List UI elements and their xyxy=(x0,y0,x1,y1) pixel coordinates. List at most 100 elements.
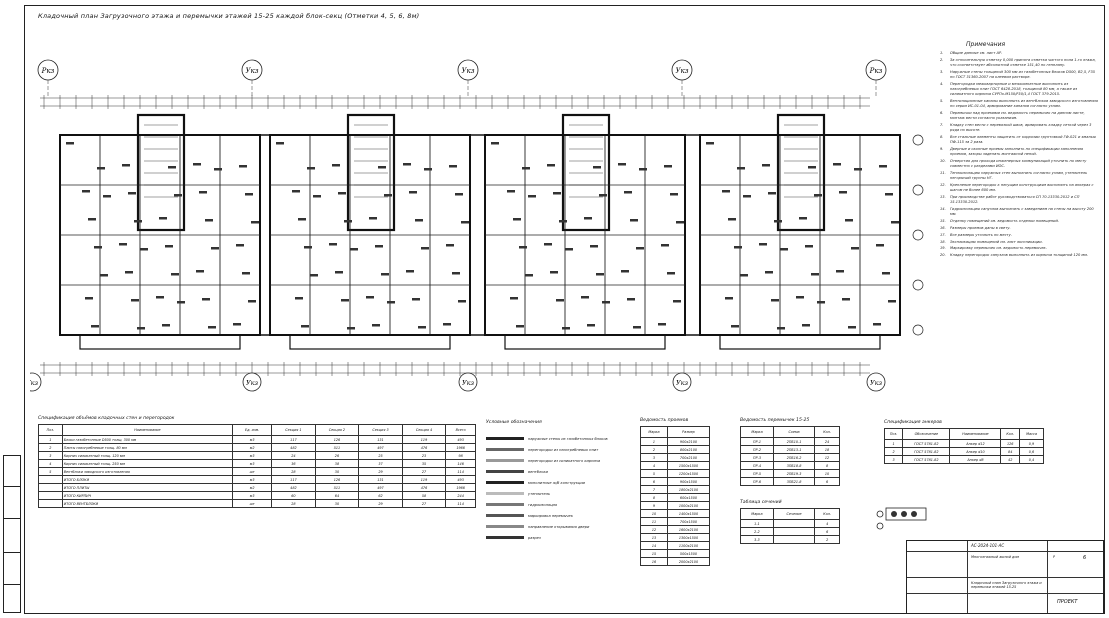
note-number: 19. xyxy=(940,246,946,251)
table-cell: 1100х2100 xyxy=(666,541,711,550)
table-cell: 146 xyxy=(445,459,476,468)
legend-label: утеплитель xyxy=(528,491,551,496)
wall-fragment xyxy=(581,296,589,299)
note-item: 11.Теплоизоляцию наружных стен выполнить… xyxy=(940,171,1098,181)
wall-fragment xyxy=(418,326,426,329)
table-cell: 1000х2100 xyxy=(666,501,711,510)
axis-markers: РкзУкзУкзУкзРкзУкзУкзУкзУкзУкз xyxy=(30,59,924,392)
axis-marker-side xyxy=(912,229,924,241)
table-cell: ИТОГО КИРПИЧ xyxy=(61,491,234,500)
wall-fragment xyxy=(458,300,466,303)
wall-fragment xyxy=(242,272,250,275)
table-cell: 900х2100 xyxy=(666,437,711,446)
note-text: Экспликацию помещений см. лист экспликац… xyxy=(950,239,1043,244)
openings-table-title: Ведомость проемов xyxy=(640,418,689,423)
stamp-code: АС-2024-101-АС xyxy=(971,543,1005,548)
legend-title: Условные обозначения xyxy=(486,420,542,425)
table-cell: 25 xyxy=(358,451,403,460)
wall-fragment xyxy=(725,297,733,300)
wall-fragment xyxy=(559,220,567,223)
axis-marker-side xyxy=(912,184,924,196)
table-header-cell: Всего xyxy=(445,424,476,436)
note-number: 13. xyxy=(940,195,946,200)
lintels-table-title: Ведомость перемычек 15-25 xyxy=(740,418,810,423)
axis-marker-bottom xyxy=(672,372,692,392)
table-cell: 2ПБ13-1 xyxy=(773,445,816,454)
note-text: Все размеры уточнить по месту. xyxy=(950,232,1012,237)
wall-fragment xyxy=(193,163,201,166)
legend-label: гидроизоляция xyxy=(528,502,558,507)
volumes-table-title: Спецификация объёмов кладочных стен и пе… xyxy=(38,416,175,421)
table-cell xyxy=(38,483,63,492)
floor-plan[interactable]: РкзУкзУкзУкзРкзУкзУкзУкзУкзУкз xyxy=(30,40,930,395)
wall-fragment xyxy=(673,300,681,303)
table-cell: 3 xyxy=(640,453,668,462)
wall-fragment xyxy=(728,218,736,221)
table-header-cell: Обозначение xyxy=(902,428,951,440)
table-cell: ПР-6 xyxy=(739,477,775,486)
wall-fragment xyxy=(584,217,592,220)
notes-list: 1.Общие данные см. лист АР.2.За относите… xyxy=(940,51,1098,258)
stair-core xyxy=(346,113,396,232)
note-item: 7.Кладку стен вести с перевязкой швов, а… xyxy=(940,123,1098,133)
table-cell: 482 xyxy=(271,483,316,492)
table-cell: 2ПБ10-1 xyxy=(773,437,816,446)
note-number: 17. xyxy=(940,232,946,237)
table-cell: 2 xyxy=(640,445,668,454)
wall-fragment xyxy=(461,221,469,224)
note-number: 6. xyxy=(940,111,944,116)
wall-fragment xyxy=(762,164,770,167)
note-item: 17. Все размеры уточнить по месту. xyxy=(940,233,1098,238)
table-cell: 117 xyxy=(271,475,316,484)
stamp-stage: Р xyxy=(1053,555,1056,559)
note-text: Кладку стен вести с перевязкой швов, арм… xyxy=(950,123,1092,133)
note-text: Маркировку перемычек см. ведомость перем… xyxy=(950,246,1047,251)
wall-fragment xyxy=(91,325,99,328)
table-cell: 28 xyxy=(271,467,316,476)
note-item: 15.Отделку помещений см. ведомость отдел… xyxy=(940,219,1098,224)
table-cell: 511 xyxy=(314,483,360,492)
table-cell: Плиты пазогребневые толщ. 80 мм xyxy=(61,443,234,452)
wall-fragment xyxy=(842,298,850,301)
grid-lines xyxy=(40,95,870,376)
wall-fragment xyxy=(562,327,570,330)
table-cell: м2 xyxy=(232,443,273,452)
wall-fragment xyxy=(596,273,604,276)
table-cell: 119 xyxy=(401,435,447,444)
wall-fragment xyxy=(347,327,355,330)
table-header-cell: Марка xyxy=(739,426,775,438)
table-cell: 5 xyxy=(640,469,668,478)
legend-swatch xyxy=(486,536,524,539)
wall-fragment xyxy=(415,219,423,222)
wall-fragment xyxy=(771,299,779,302)
wall-fragment xyxy=(516,325,524,328)
wall-fragment xyxy=(740,274,748,277)
wall-fragment xyxy=(341,299,349,302)
table-cell: 6 xyxy=(640,477,668,486)
table-cell xyxy=(772,535,816,544)
table-cell xyxy=(38,491,63,500)
wall-fragment xyxy=(768,192,776,195)
table-cell: 28 xyxy=(271,499,316,508)
table-header-cell: Размер xyxy=(666,426,711,438)
wall-fragment xyxy=(384,194,392,197)
legend-swatch xyxy=(486,448,524,451)
axis-label: Ркз xyxy=(869,67,883,75)
wall-fragment xyxy=(706,142,714,145)
table-cell: 900х1500 xyxy=(666,477,711,486)
note-item: 2.За относительную отметку 0,000 принята… xyxy=(940,58,1098,68)
table-cell: 58 xyxy=(401,491,447,500)
table-cell: 1 xyxy=(640,437,668,446)
table-cell: ГОСТ 5781-82 xyxy=(902,447,951,456)
wall-fragment xyxy=(811,273,819,276)
wall-fragment xyxy=(879,165,887,168)
note-text: Гидроизоляцию санузлов выполнить с завед… xyxy=(950,207,1094,217)
